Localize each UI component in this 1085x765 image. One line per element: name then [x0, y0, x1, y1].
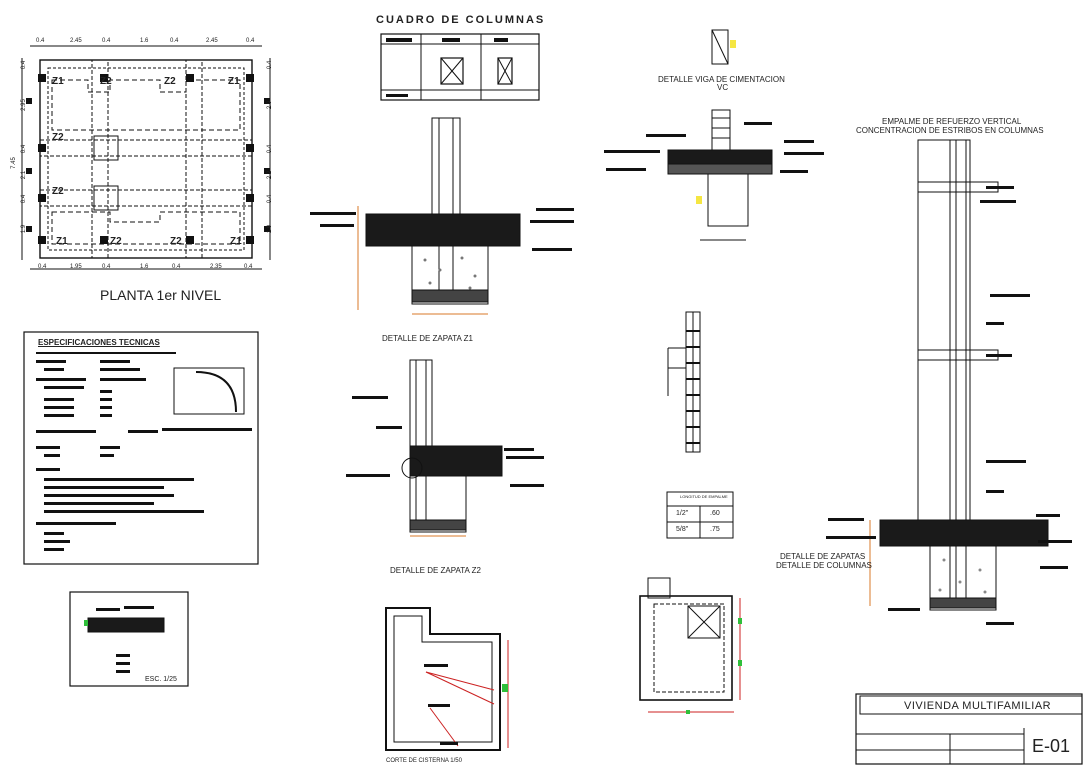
- dim-left-4: 2.1: [21, 170, 28, 180]
- planta-title: PLANTA 1er NIVEL: [100, 287, 222, 303]
- cisterna-label: CORTE DE CISTERNA 1/50: [386, 758, 462, 764]
- dim-left-2: 2.95: [20, 99, 27, 111]
- dim-top-1: 0.4: [36, 38, 45, 44]
- empalme-table: [666, 491, 734, 539]
- dim-right-3: 0.4: [267, 144, 274, 154]
- detalle-zapatas-1: DETALLE DE ZAPATAS: [780, 552, 866, 561]
- empalme-row2-len: .75: [710, 526, 720, 533]
- detalle-z2-label: DETALLE DE ZAPATA Z2: [390, 566, 481, 575]
- sheet-number: E-01: [1032, 736, 1071, 756]
- dim-bottom-7: 0.4: [244, 264, 253, 270]
- dim-right-2: 2.9: [267, 100, 274, 110]
- empalme-row2-diam: 5/8": [676, 526, 689, 533]
- dim-bottom-3: 0.4: [102, 264, 111, 270]
- dim-top-4: 1.6: [140, 38, 149, 44]
- zapata-z2: [401, 359, 503, 537]
- dim-left-3: 0.4: [21, 144, 28, 154]
- escala-box: [69, 591, 189, 687]
- especificaciones-box: [23, 331, 259, 565]
- dim-top-3: 0.4: [102, 38, 111, 44]
- viga-detail: [711, 29, 736, 65]
- dim-bottom-5: 0.4: [172, 264, 181, 270]
- cisterna-section: [385, 607, 509, 751]
- dim-top-5: 0.4: [170, 38, 179, 44]
- spec-text-bars: [36, 352, 252, 551]
- plan-label-z1-d: Z1: [230, 236, 242, 247]
- plan-label-z2-b: Z2: [164, 76, 176, 87]
- dim-bottom-4: 1.6: [140, 264, 149, 270]
- empalme-gravel: [938, 558, 987, 594]
- dim-top-7: 0.4: [246, 38, 255, 44]
- detalle-viga-label-1: DETALLE VIGA DE CIMENTACION: [658, 75, 785, 84]
- plan-label-z2-d: Z2: [52, 186, 64, 197]
- dim-bottom-2: 1.95: [70, 264, 82, 270]
- cimiento-section: [667, 109, 773, 241]
- dim-right-5: 0.4: [267, 194, 274, 204]
- plan-label-z2-c: Z2: [52, 132, 64, 143]
- especificaciones-title: ESPECIFICACIONES TECNICAS: [38, 338, 160, 347]
- dim-left-1: 0.4: [21, 60, 28, 70]
- empalme-column: [869, 139, 1049, 611]
- plan-label-z2-f: Z2: [170, 236, 182, 247]
- project-title: VIVIENDA MULTIFAMILIAR: [904, 700, 1052, 712]
- dim-right-1: 0.4: [267, 60, 274, 70]
- zapata-z1: [357, 117, 521, 315]
- dim-overall-left: 7.45: [10, 157, 17, 169]
- plan-label-z1-c: Z1: [56, 236, 68, 247]
- detalle-viga-label-2: VC: [717, 83, 729, 92]
- title-block: [855, 693, 1083, 765]
- dim-left-6: 1.9: [21, 224, 28, 234]
- empalme-row1-len: .60: [710, 510, 720, 517]
- dim-left-5: 0.4: [21, 194, 28, 204]
- plan-columns: [26, 74, 270, 244]
- empalme-title-1: EMPALME DE REFUERZO VERTICAL: [882, 117, 1022, 126]
- dim-bottom-6: 2.35: [210, 264, 222, 270]
- annotation-bars: [310, 122, 1072, 745]
- tanque-plan: [639, 577, 742, 714]
- planta-plan: [21, 45, 271, 270]
- z1-gravel: [423, 256, 477, 290]
- escala-label: ESC. 1/25: [145, 676, 177, 683]
- estribos-detail: [667, 311, 701, 453]
- dim-bottom-1: 0.4: [38, 264, 47, 270]
- plan-label-z1-b: Z1: [228, 76, 240, 87]
- detalle-zapatas-2: DETALLE DE COLUMNAS: [776, 561, 872, 570]
- detalle-z1-label: DETALLE DE ZAPATA Z1: [382, 334, 473, 343]
- plan-label-z2-a: Z2: [100, 76, 112, 87]
- cuadro-columnas-table: [380, 33, 540, 101]
- dim-right-6: 1.9: [267, 224, 274, 234]
- dim-right-4: 2.2: [267, 170, 274, 180]
- plan-label-z2-e: Z2: [110, 236, 122, 247]
- cuadro-title: CUADRO DE COLUMNAS: [376, 14, 546, 26]
- empalme-title-2: CONCENTRACION DE ESTRIBOS EN COLUMNAS: [856, 126, 1044, 135]
- empalme-row1-diam: 1/2": [676, 510, 689, 517]
- empalme-table-header: LONGITUD DE EMPALME: [680, 494, 728, 499]
- plan-label-z1-a: Z1: [52, 76, 64, 87]
- dim-top-6: 2.45: [206, 38, 218, 44]
- dim-top-2: 2.45: [70, 38, 82, 44]
